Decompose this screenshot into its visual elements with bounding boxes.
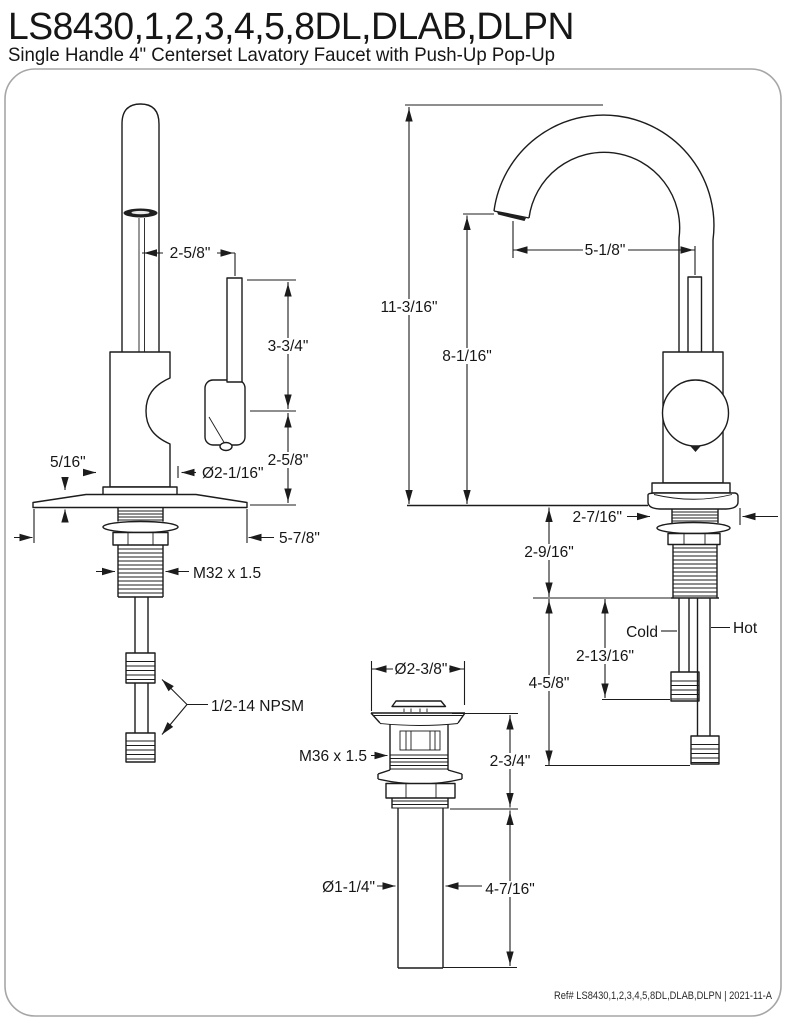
page-title: LS8430,1,2,3,4,5,8DL,DLAB,DLPN: [8, 6, 574, 48]
dim-label: 2-5/8": [268, 452, 309, 469]
page-subtitle: Single Handle 4" Centerset Lavatory Fauc…: [8, 44, 555, 66]
dim-label: 5-7/8": [279, 530, 320, 547]
dim-label: 2-9/16": [524, 544, 573, 561]
hot-supply-line: [690, 598, 720, 765]
dim-label: 5-1/8": [585, 242, 626, 259]
sheet-border: [4, 68, 782, 1017]
drain-tailpiece: [397, 808, 444, 969]
dim-shank-thread: M32 x 1.5: [96, 565, 261, 582]
drain-body: [377, 724, 463, 809]
side-view-drawing: [32, 103, 248, 763]
side-spout: [121, 103, 160, 352]
ref-number: Ref# LS8430,1,2,3,4,5,8DL,DLAB,DLPN | 20…: [554, 990, 773, 1002]
dim-tailpiece-diameter: Ø1-1/4": [322, 879, 482, 896]
dim-label: 11-3/16": [381, 299, 438, 316]
dim-plate-thickness: 5/16": [50, 454, 96, 523]
dim-label: 4-5/8": [529, 675, 570, 692]
dim-shank-length: 2-9/16": [524, 507, 671, 599]
dim-label: Ø1-1/4": [322, 879, 375, 896]
dim-base-diameter: Ø2-1/16": [177, 465, 264, 482]
side-shank: [102, 508, 179, 598]
drain-popup-cap: [391, 700, 447, 712]
dim-overall-height: 11-3/16": [381, 104, 603, 504]
cold-label: Cold: [626, 624, 658, 641]
dim-label: M32 x 1.5: [193, 565, 261, 582]
dim-label: 2-3/4": [490, 753, 531, 770]
front-view-drawing: [407, 114, 739, 765]
dim-handle-height: 3-3/4": [247, 279, 312, 412]
side-escutcheon: [32, 486, 248, 509]
dim-drain-body-height: 2-3/4": [450, 712, 532, 810]
dim-label: 1/2-14 NPSM: [211, 698, 304, 715]
dim-spout-to-handle: 2-5/8": [142, 245, 236, 276]
dim-hot-supply-length: 4-5/8": [527, 599, 690, 767]
dim-label: 2-5/8": [170, 245, 211, 262]
dim-supply-thread: 1/2-14 NPSM: [161, 679, 304, 735]
dim-plate-width: 5-7/8": [14, 509, 320, 547]
front-body: [647, 351, 739, 510]
handle-lever: [226, 277, 243, 383]
front-spout: [493, 114, 715, 352]
dim-label: Ø2-3/8": [395, 661, 448, 678]
label-cold: Cold: [626, 624, 677, 641]
dim-label: 8-1/16": [442, 348, 491, 365]
dim-label: 3-3/4": [268, 338, 309, 355]
dim-flange-diameter: Ø2-3/8": [370, 661, 466, 711]
dim-body-height: 2-5/8": [250, 413, 312, 506]
dim-label: M36 x 1.5: [299, 748, 367, 765]
dim-label: 5/16": [50, 454, 86, 471]
dim-label: 2-7/16": [573, 509, 622, 526]
front-shank: [656, 509, 731, 599]
drain-flange: [370, 712, 466, 726]
side-body: [109, 351, 171, 488]
side-supply-line: [125, 597, 156, 763]
dim-label: 2-13/16": [576, 648, 634, 665]
cold-supply-line: [670, 598, 700, 702]
dim-spout-reach: 5-1/8": [512, 221, 696, 275]
hot-label: Hot: [733, 620, 758, 637]
dim-label: Ø2-1/16": [202, 465, 264, 482]
dim-base-width: 2-7/16": [573, 508, 778, 526]
label-hot: Hot: [711, 620, 758, 637]
side-handle: [204, 277, 246, 452]
spout-outlet-icon: [497, 211, 526, 221]
dim-cold-supply-length: 2-13/16": [576, 599, 670, 701]
dim-spout-height: 8-1/16": [442, 213, 494, 504]
drain-drawing: [370, 700, 466, 969]
dim-drain-thread: M36 x 1.5: [299, 748, 388, 765]
dim-tailpiece-length: 4-7/16": [443, 810, 536, 969]
dim-label: 4-7/16": [485, 881, 534, 898]
